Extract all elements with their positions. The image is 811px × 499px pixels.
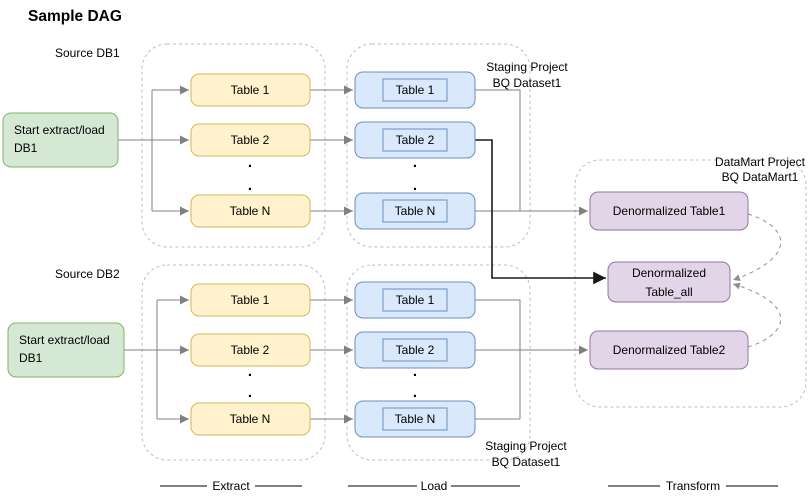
legend-transform: Transform [608,479,778,493]
connector-load-db1-table1-merge [475,89,521,211]
extract-db1-table-2-node [190,123,311,157]
ellipsis-dot: . [413,154,417,171]
extract-db1-table-n-label: Table N [230,204,271,218]
extract-db2-table-n-label: Table N [230,412,271,426]
dashed-link-table1-to-table-all [732,213,782,281]
load-db2-table-1-label: Table 1 [396,293,435,307]
load-db2-table-1-node [354,281,476,319]
staging-project-label-top-line1: Staging Project [486,60,568,74]
extract-db2-table-1-label: Table 1 [231,293,270,307]
legend-load-label: Load [421,479,448,493]
extract-db2-container [141,264,326,461]
ellipsis-dot: . [248,384,252,401]
load-db1-table-2-inner-box [382,128,448,152]
datamart-project-label-line1: DataMart Project [715,155,806,169]
load-db1-table-n-label: Table N [395,204,436,218]
start-node-db1-label-line2: DB1 [14,141,38,155]
denormalized-table2-node [589,330,749,370]
legend-extract: Extract [160,479,302,493]
load-db2-table-n-node [354,400,476,438]
extract-db1-container [141,43,326,248]
ellipsis-dot: . [413,363,417,380]
extract-db2-table-n-node [190,402,311,436]
load-db2-table-2-inner-box [382,338,448,362]
load-db2-table-2-label: Table 2 [396,343,435,357]
denormalized-table1-label: Denormalized Table1 [613,204,726,218]
staging-project-label-top: Staging Project BQ Dataset1 [486,60,568,90]
denormalized-table-all-node [607,261,731,303]
load-db1-container [346,43,531,248]
diagram-title: Sample DAG [28,8,122,25]
connector-load-db2-table1-merge [475,299,521,419]
extract-db1-table-1-label: Table 1 [231,83,270,97]
load-db1-table-1-node [354,71,476,109]
denormalized-table-all-label-line2: Table_all [645,285,692,299]
load-db1-table-2-node [354,121,476,159]
ellipsis-dot: . [248,154,252,171]
load-db2-table-n-label: Table N [395,412,436,426]
ellipsis-dot: . [413,384,417,401]
extract-db1-table-n-node [190,194,311,228]
start-node-db2-label-line1: Start extract/load [19,333,110,347]
extract-db2-table-1-node [190,283,311,317]
legend-extract-label: Extract [212,479,250,493]
load-db1-table-n-node [354,192,476,230]
load-db1-table-1-label: Table 1 [396,83,435,97]
legend-load: Load [348,479,520,493]
load-db2-table-n-inner-box [382,407,448,431]
denormalized-table1-node [589,191,749,231]
extract-db1-table-1-node [190,73,311,107]
load-db1-table-1-inner-box [382,78,448,102]
staging-project-label-bottom: Staging Project BQ Dataset1 [485,439,567,469]
source-db1-label: Source DB1 [55,46,120,60]
extract-db2-table-2-node [190,333,311,367]
load-db1-table-2-label: Table 2 [396,133,435,147]
source-db2-label: Source DB2 [55,267,120,281]
legend-transform-label: Transform [666,479,720,493]
arrow-load-db1-table2-to-denormalized-table-all [475,139,606,285]
extract-db1-table-2-label: Table 2 [231,133,270,147]
dashed-link-table2-to-table-all [732,282,782,348]
staging-project-label-top-line2: BQ Dataset1 [493,76,562,90]
load-db2-table-1-inner-box [382,288,448,312]
denormalized-table-all-label-line1: Denormalized [632,266,706,280]
start-node-db1 [2,112,119,168]
denormalized-table2-label: Denormalized Table2 [613,343,726,357]
datamart-container [574,159,807,408]
staging-project-label-bottom-line2: BQ Dataset1 [492,455,561,469]
start-node-db1-label-line1: Start extract/load [14,123,105,137]
ellipsis-dot: . [248,177,252,194]
datamart-project-label: DataMart Project BQ DataMart1 [715,155,806,184]
datamart-project-label-line2: BQ DataMart1 [722,170,799,184]
ellipsis-dot: . [248,363,252,380]
load-db2-container [346,264,531,461]
staging-project-label-bottom-line1: Staging Project [485,439,567,453]
start-node-db2-label-line2: DB1 [19,351,43,365]
ellipsis-dot: . [413,177,417,194]
load-db2-table-2-node [354,331,476,369]
load-db1-table-n-inner-box [382,199,448,223]
start-node-db2 [7,322,125,378]
extract-db2-table-2-label: Table 2 [231,343,270,357]
